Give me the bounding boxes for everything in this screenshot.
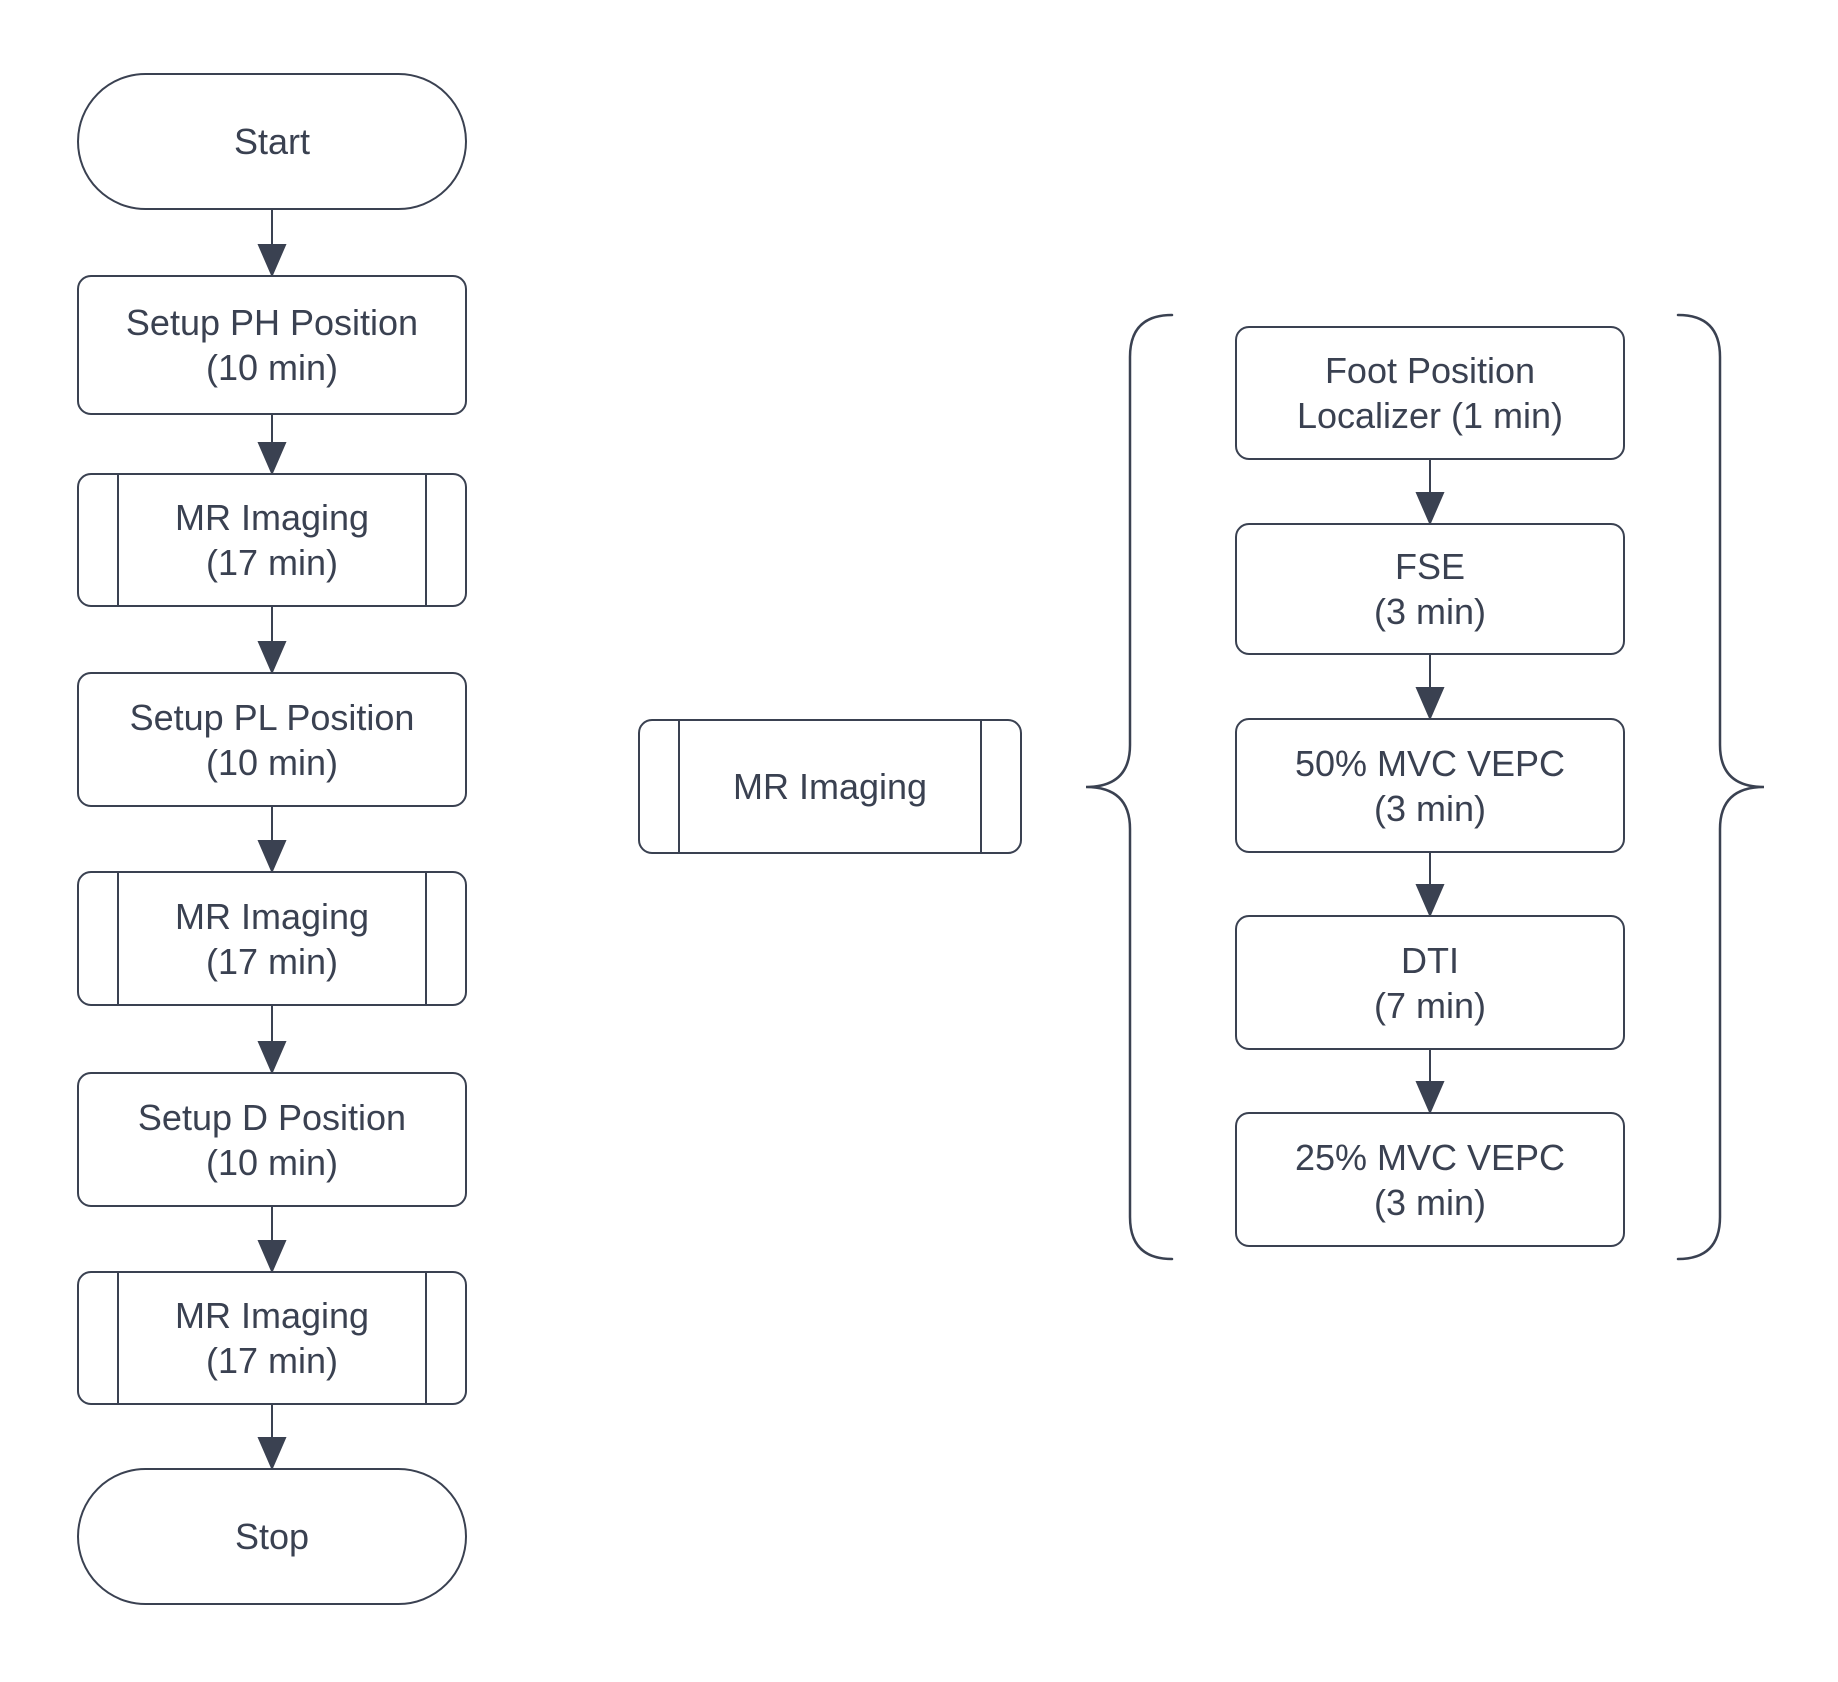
node-duration: Localizer (1 min) [1296,395,1564,436]
node-label: MR Imaging [174,1295,370,1336]
arrow-foot-to-fse [1415,460,1445,526]
arrow-mr2-to-setup-d [257,1006,287,1075]
node-25-mvc-vepc: 25% MVC VEPC (3 min) [1235,1112,1625,1247]
node-setup-d-position: Setup D Position (10 min) [77,1072,467,1207]
node-mr-imaging-detail: MR Imaging [638,719,1022,854]
node-foot-position-localizer: Foot Position Localizer (1 min) [1235,326,1625,460]
node-label: FSE [1394,546,1465,587]
arrow-mvc50-to-dti [1415,853,1445,918]
subroutine-bar-left [117,1273,119,1403]
right-brace [1676,313,1765,1261]
node-label: 50% MVC VEPC [1294,742,1566,784]
node-mr-imaging-2: MR Imaging (17 min) [77,871,467,1006]
node-label: MR Imaging [174,895,370,937]
node-label: MR Imaging [174,497,370,538]
node-label: Setup D Position [137,1096,407,1138]
arrow-start-to-setup-ph [257,210,287,278]
subroutine-bar-right [980,721,982,852]
node-mr-imaging-1: MR Imaging (17 min) [77,473,467,607]
node-duration: (7 min) [1373,984,1486,1026]
node-label: Stop [234,1516,310,1557]
arrow-dti-to-mvc25 [1415,1050,1445,1115]
node-duration: (17 min) [205,1340,339,1381]
node-label: Setup PH Position [125,302,419,343]
node-duration: (3 min) [1373,787,1486,829]
node-duration: (10 min) [205,741,339,783]
node-label: Setup PL Position [129,696,415,738]
node-dti: DTI (7 min) [1235,915,1625,1050]
subroutine-bar-right [425,475,427,605]
subroutine-bar-right [425,873,427,1004]
node-mr-imaging-3: MR Imaging (17 min) [77,1271,467,1405]
node-setup-pl-position: Setup PL Position (10 min) [77,672,467,807]
node-setup-ph-position: Setup PH Position (10 min) [77,275,467,415]
node-label: Foot Position [1324,350,1536,391]
arrow-fse-to-mvc50 [1415,655,1445,721]
node-duration: (17 min) [205,542,339,583]
arrow-setup-ph-to-mr1 [257,415,287,476]
node-duration: (3 min) [1373,1181,1486,1223]
subroutine-bar-right [425,1273,427,1403]
arrow-setup-pl-to-mr2 [257,807,287,874]
left-brace [1085,313,1174,1261]
node-fse: FSE (3 min) [1235,523,1625,655]
node-label: MR Imaging [732,766,928,807]
arrow-setup-d-to-mr3 [257,1207,287,1274]
arrow-mr3-to-stop [257,1405,287,1471]
subroutine-bar-left [117,475,119,605]
node-duration: (10 min) [205,347,339,388]
node-duration: (10 min) [205,1141,339,1183]
node-duration: (17 min) [205,940,339,982]
node-label: 25% MVC VEPC [1294,1136,1566,1178]
node-50-mvc-vepc: 50% MVC VEPC (3 min) [1235,718,1625,853]
arrow-mr1-to-setup-pl [257,607,287,675]
node-start: Start [77,73,467,210]
node-label: Start [233,121,311,162]
subroutine-bar-left [678,721,680,852]
node-label: DTI [1401,939,1459,981]
node-duration: (3 min) [1373,591,1486,632]
subroutine-bar-left [117,873,119,1004]
node-stop: Stop [77,1468,467,1605]
